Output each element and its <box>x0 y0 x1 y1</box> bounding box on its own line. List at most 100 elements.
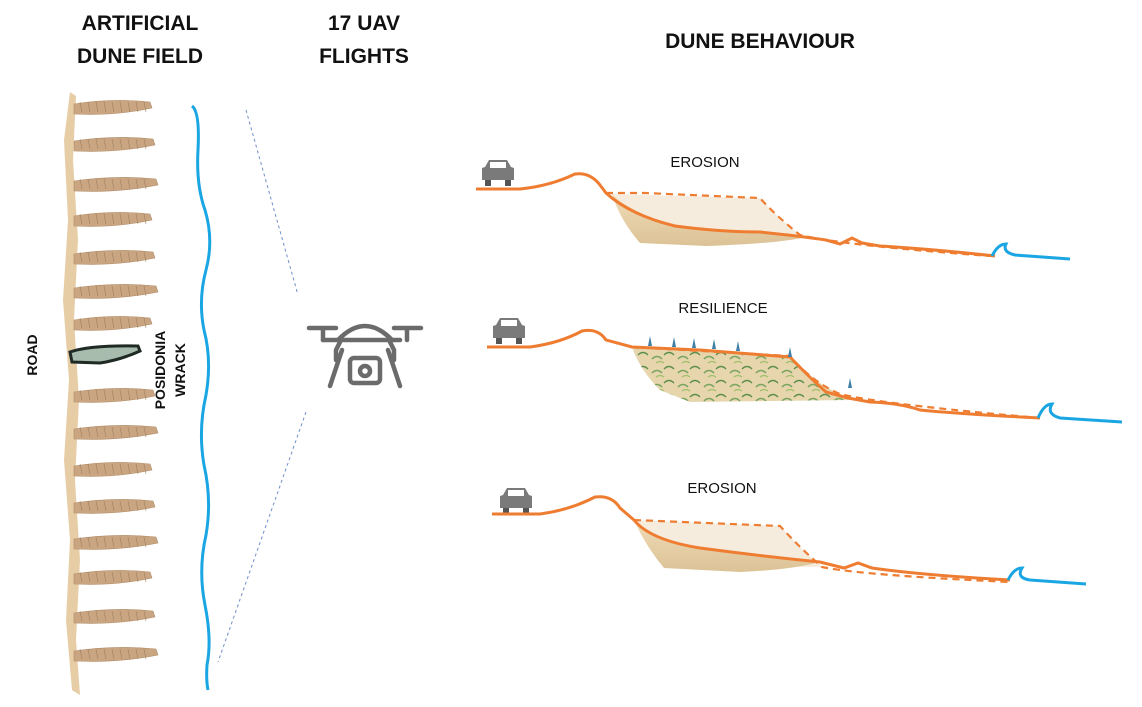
dune-texture-line <box>119 536 123 548</box>
dune-texture-line <box>103 389 107 401</box>
profile-label: EROSION <box>670 154 739 171</box>
heading-uav-line1: 17 UAV <box>328 12 400 35</box>
dune-texture-line <box>111 500 115 512</box>
artificial-dune <box>73 137 156 152</box>
dune-texture-line <box>103 101 107 113</box>
dune-texture-line <box>95 571 99 583</box>
vegetation-plants <box>648 336 852 388</box>
profile-current-line <box>492 495 1011 582</box>
dune-texture-line <box>103 500 107 512</box>
dune-texture-line <box>135 285 139 297</box>
drone-camera-icon <box>306 323 424 389</box>
dune-texture-line <box>111 389 115 401</box>
dune-texture-line <box>111 571 115 583</box>
dune-texture-line <box>111 101 115 113</box>
dune-texture-line <box>87 389 91 401</box>
dune-texture-line <box>79 610 83 622</box>
dune-texture-line <box>143 101 147 113</box>
dune-texture-line <box>143 610 147 622</box>
artificial-dune <box>73 388 156 403</box>
dune-texture-line <box>79 536 83 548</box>
heading-dune-behaviour: DUNE BEHAVIOUR <box>665 30 855 53</box>
dune-texture-line <box>143 648 147 660</box>
dune-texture-line <box>143 571 147 583</box>
dune-texture-line <box>119 101 123 113</box>
dune-texture-line <box>135 463 139 475</box>
water-line <box>1006 566 1087 586</box>
dune-texture-line <box>87 213 91 225</box>
dune-texture-line <box>135 178 139 190</box>
dune-texture-line <box>119 389 123 401</box>
dune-texture-line <box>127 610 131 622</box>
dune-texture-line <box>79 251 83 263</box>
dune-texture-line <box>95 610 99 622</box>
dune-texture-line <box>111 251 115 263</box>
profile-vegetated-sand <box>632 347 850 402</box>
dune-texture-line <box>79 285 83 297</box>
dune-texture-line <box>119 317 123 329</box>
dune-texture-line <box>119 213 123 225</box>
artificial-dune <box>73 499 156 514</box>
dune-texture-line <box>127 101 131 113</box>
dune-texture-line <box>111 463 115 475</box>
artificial-dune <box>73 250 156 265</box>
dune-texture-line <box>95 463 99 475</box>
dune-texture-line <box>111 213 115 225</box>
dune-texture-line <box>95 213 99 225</box>
dune-texture-line <box>87 500 91 512</box>
dune-texture-line <box>79 571 83 583</box>
dune-texture-line <box>119 500 123 512</box>
dune-texture-line <box>87 648 91 660</box>
profile-label: EROSION <box>687 480 756 497</box>
dune-texture-line <box>87 463 91 475</box>
dune-texture-line <box>143 389 147 401</box>
dune-texture-line <box>127 138 131 150</box>
dune-texture-line <box>119 178 123 190</box>
dune-texture-line <box>135 101 139 113</box>
profile-erosion-1: EROSION <box>476 154 1071 261</box>
dune-texture-line <box>111 536 115 548</box>
dune-texture-line <box>143 213 147 225</box>
dune-texture-line <box>87 138 91 150</box>
profile-original-dashed <box>606 191 991 258</box>
dune-texture-line <box>127 648 131 660</box>
dune-texture-line <box>119 648 123 660</box>
dune-texture-line <box>111 317 115 329</box>
dune-texture-line <box>95 285 99 297</box>
dune-texture-line <box>87 251 91 263</box>
dune-texture-line <box>127 251 131 263</box>
profile-erosion-2: EROSION <box>492 480 1087 586</box>
dune-texture-line <box>79 178 83 190</box>
dune-texture-line <box>87 536 91 548</box>
profile-label: RESILIENCE <box>678 300 767 317</box>
dune-texture-line <box>95 138 99 150</box>
dune-texture-line <box>135 571 139 583</box>
dune-texture-line <box>103 285 107 297</box>
artificial-dune <box>73 284 159 299</box>
heading-dune-field-line1: ARTIFICIAL <box>82 12 199 35</box>
artificial-dune <box>73 535 159 550</box>
dune-texture-line <box>95 251 99 263</box>
dune-texture-line <box>103 251 107 263</box>
dune-texture-line <box>103 610 107 622</box>
dune-texture-line <box>87 571 91 583</box>
dune-texture-line <box>95 178 99 190</box>
dune-texture-line <box>111 178 115 190</box>
dune-texture-line <box>79 389 83 401</box>
water-line <box>990 242 1071 261</box>
dune-texture-line <box>95 426 99 438</box>
heading-uav-line2: FLIGHTS <box>319 45 409 68</box>
dune-texture-line <box>127 389 131 401</box>
dune-texture-line <box>87 426 91 438</box>
dune-texture-line <box>135 536 139 548</box>
dune-texture-line <box>95 389 99 401</box>
artificial-dune <box>73 177 159 192</box>
dune-texture-line <box>79 648 83 660</box>
dune-texture-line <box>135 426 139 438</box>
dune-texture-line <box>103 463 107 475</box>
dune-texture-line <box>87 285 91 297</box>
dune-texture-line <box>103 648 107 660</box>
dune-texture-line <box>119 251 123 263</box>
dune-texture-line <box>143 500 147 512</box>
dune-texture-line <box>119 138 123 150</box>
